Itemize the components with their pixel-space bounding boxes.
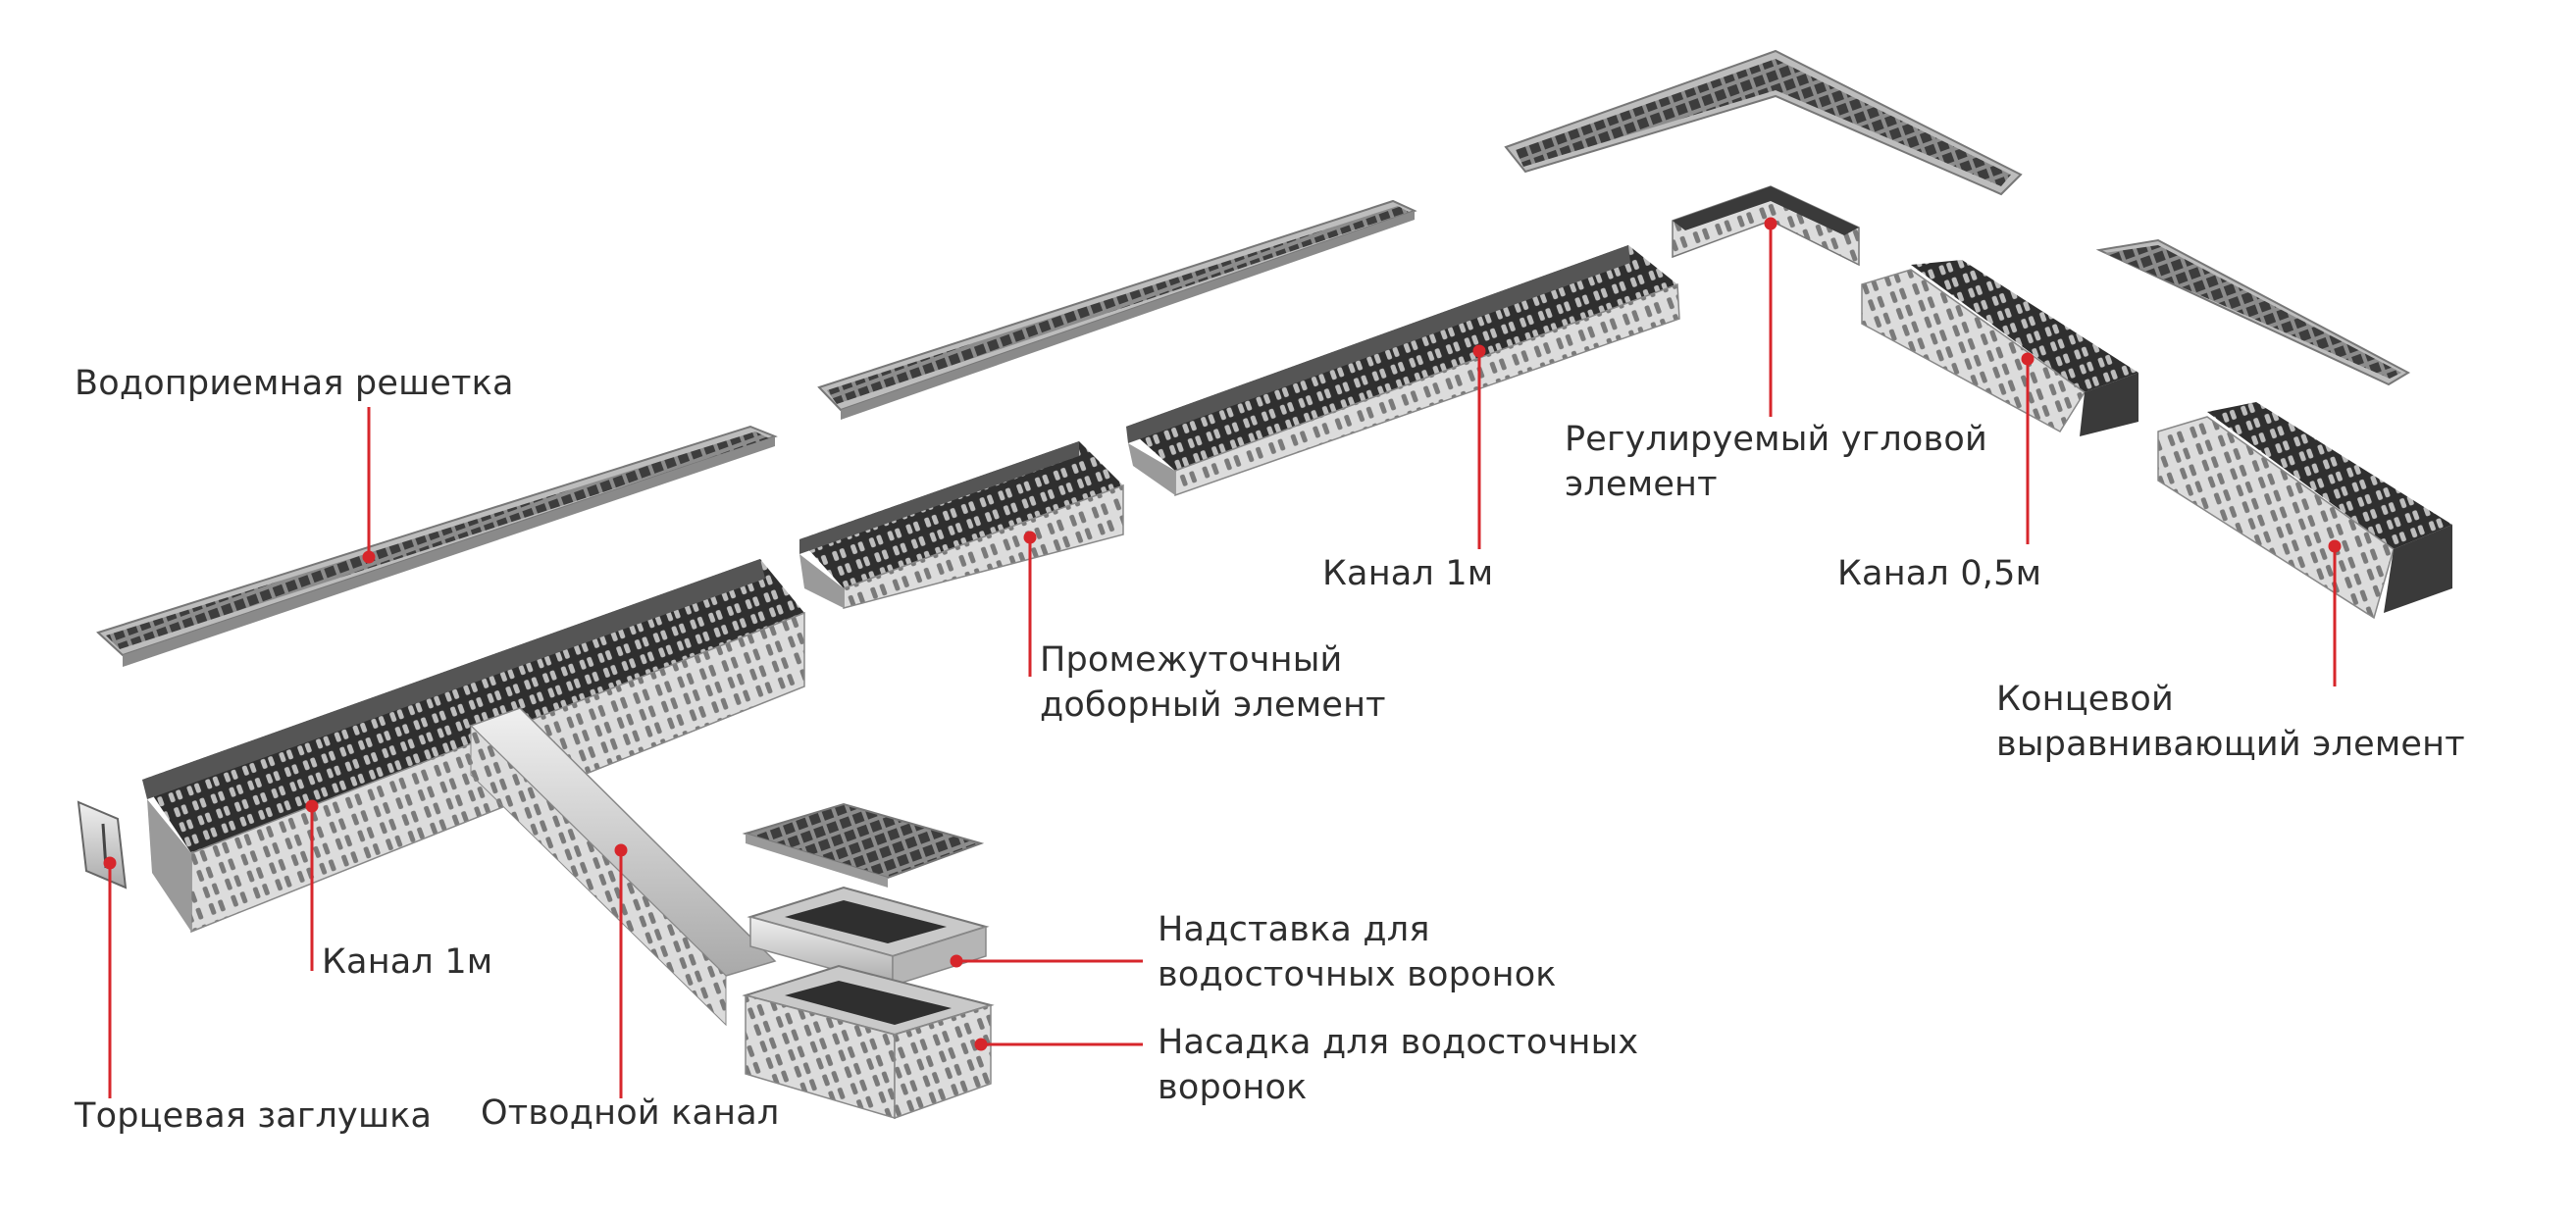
funnel-extension (747, 886, 990, 988)
end-leveling-element (2157, 402, 2452, 620)
label-vodopriemnaya-reshetka: Водоприемная решетка (75, 364, 514, 403)
label-kanal-05m: Канал 0,5м (1837, 554, 2042, 593)
label-tortsevaya-zaglushka: Торцевая заглушка (75, 1096, 433, 1136)
grate-left (96, 425, 778, 667)
grate-corner (1504, 49, 2023, 196)
label-kontsevoy: Концевой выравнивающий элемент (1996, 680, 2465, 764)
label-nadstavka: Надставка для водосточных воронок (1158, 910, 1557, 994)
corner-element (1672, 185, 1860, 267)
grate-center (817, 199, 1417, 420)
label-nasadka: Насадка для водосточных воронок (1158, 1023, 1639, 1107)
funnel-nozzle (742, 964, 995, 1120)
leader-lines (103, 217, 2342, 1098)
end-cap (77, 800, 128, 889)
label-otvodnoy-kanal: Отводной канал (481, 1093, 780, 1133)
channel-center (1126, 245, 1680, 497)
label-reguliruemy: Регулируемый угловой элемент (1565, 420, 1987, 504)
intermediate-element (799, 441, 1124, 609)
label-promezhutochny: Промежуточный доборный элемент (1040, 640, 1386, 725)
outlet-channel (469, 707, 777, 1027)
label-kanal-1m-left: Канал 1м (322, 942, 493, 982)
funnel-grate (742, 802, 985, 888)
label-kanal-1m-center: Канал 1м (1322, 554, 1494, 593)
channel-half (1861, 260, 2138, 436)
grate-right (2095, 238, 2411, 386)
